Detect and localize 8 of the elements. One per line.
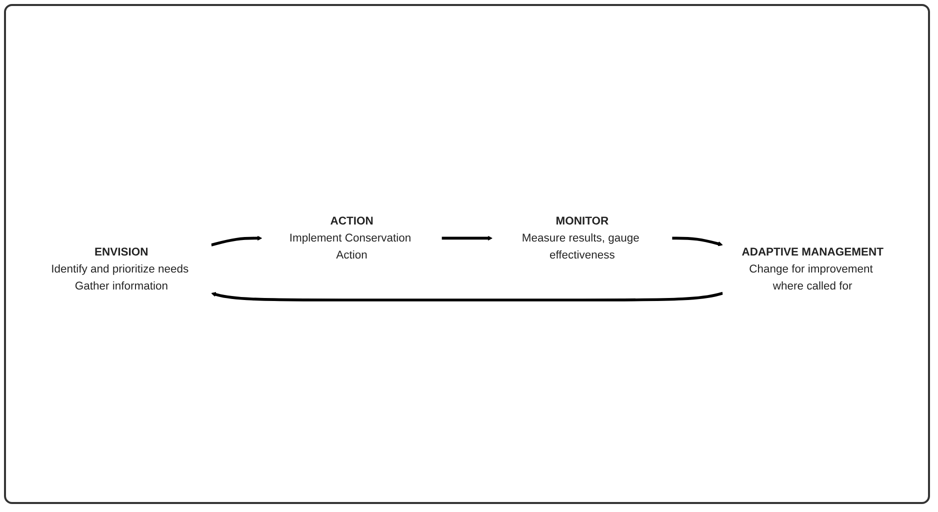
node-text: ACTION Implement Conservation Action bbox=[289, 216, 412, 262]
node-text: ADAPTIVE MANAGEMENT Change for improvement where called for bbox=[742, 246, 884, 292]
node-text: MONITOR Measure results, gauge effectiveness bbox=[522, 216, 640, 262]
arrow bbox=[211, 292, 724, 302]
arrow bbox=[442, 236, 492, 241]
arrow bbox=[672, 237, 723, 247]
node-text: ENVISION Identify and prioritize needs Gather information bbox=[51, 246, 189, 292]
arrow bbox=[210, 236, 262, 247]
